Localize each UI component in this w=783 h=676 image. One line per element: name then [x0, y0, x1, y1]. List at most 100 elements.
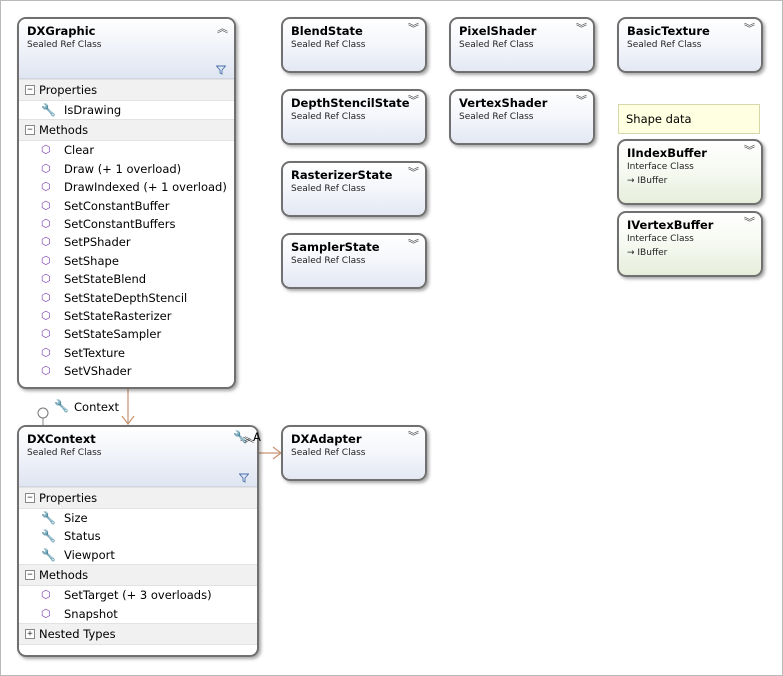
class-name: BlendState [291, 24, 363, 38]
list-item[interactable]: ⬡SetShape [41, 253, 119, 268]
method-cube-icon: ⬡ [41, 606, 51, 620]
list-item[interactable]: ⬡DrawIndexed (+ 1 overload) [41, 180, 227, 195]
class-dxgraphic[interactable]: DXGraphic Sealed Ref Class ︽ − Propertie… [17, 17, 236, 389]
list-item[interactable]: ⬡SetStateSampler [41, 327, 162, 342]
chevron-double-down-icon[interactable]: ︾ [576, 94, 587, 107]
collapse-icon[interactable]: − [25, 125, 35, 136]
interface-iindexbuffer[interactable]: IIndexBuffer Interface Class → IBuffer ︾ [617, 139, 763, 205]
class-name: DepthStencilState [291, 96, 410, 110]
class-name: DXAdapter [291, 432, 362, 446]
collapse-icon[interactable]: − [25, 85, 35, 95]
section-label: Methods [39, 568, 89, 583]
section-properties[interactable]: − Properties [19, 487, 257, 509]
method-cube-icon: ⬡ [41, 216, 51, 230]
collapse-icon[interactable]: − [25, 570, 35, 581]
section-properties[interactable]: − Properties [19, 79, 234, 101]
class-dxcontext[interactable]: DXContext Sealed Ref Class ︽ − Propertie… [17, 425, 259, 657]
section-methods[interactable]: − Methods [19, 119, 234, 142]
chevron-double-up-icon[interactable]: ︽ [244, 434, 254, 445]
filter-icon[interactable] [216, 65, 226, 75]
class-kind: Sealed Ref Class [291, 112, 366, 122]
wrench-icon: 🔧 [41, 103, 56, 117]
class-kind: Sealed Ref Class [27, 448, 102, 458]
class-name: DXContext [27, 432, 96, 446]
list-item[interactable]: ⬡SetStateRasterizer [41, 308, 172, 323]
class-kind: Sealed Ref Class [291, 184, 366, 194]
chevron-double-down-icon[interactable]: ︾ [576, 22, 587, 35]
method-cube-icon: ⬡ [41, 327, 51, 341]
association-label-adapter[interactable]: A [253, 430, 261, 444]
list-item[interactable]: ⬡Clear [41, 143, 95, 158]
class-kind: Sealed Ref Class [459, 112, 534, 122]
arrow-right-icon: → [627, 248, 638, 258]
context-association-arrowhead [121, 415, 135, 425]
collapse-icon[interactable]: − [25, 493, 35, 503]
chevron-double-down-icon[interactable]: ︾ [744, 216, 755, 229]
wrench-icon: 🔧 [54, 399, 69, 413]
section-label: Properties [39, 83, 98, 97]
class-kind: Sealed Ref Class [291, 256, 366, 266]
list-item[interactable]: 🔧Size [41, 511, 88, 525]
class-name: VertexShader [459, 96, 548, 110]
list-item[interactable]: ⬡SetVShader [41, 364, 132, 379]
method-cube-icon: ⬡ [41, 235, 51, 249]
chevron-double-down-icon[interactable]: ︾ [408, 166, 419, 179]
method-cube-icon: ⬡ [41, 308, 51, 322]
chevron-double-down-icon[interactable]: ︾ [744, 144, 755, 157]
list-item[interactable]: 🔧Viewport [41, 547, 115, 562]
class-name: IIndexBuffer [627, 146, 707, 160]
association-label-context[interactable]: Context [74, 400, 120, 414]
list-item[interactable]: 🔧Status [41, 529, 101, 544]
section-nested-types[interactable]: + Nested Types [19, 622, 257, 645]
list-item[interactable]: ⬡SetConstantBuffer [41, 198, 170, 213]
list-item[interactable]: 🔧IsDrawing [41, 103, 122, 117]
class-kind: Sealed Ref Class [27, 40, 102, 50]
chevron-double-up-icon[interactable]: ︽ [217, 22, 228, 35]
section-methods[interactable]: − Methods [19, 564, 257, 587]
method-cube-icon: ⬡ [41, 161, 51, 175]
method-cube-icon: ⬡ [41, 345, 51, 359]
comment-note[interactable]: Shape data [618, 104, 760, 134]
method-cube-icon: ⬡ [41, 143, 51, 157]
class-header: DXGraphic Sealed Ref Class ︽ [19, 19, 234, 79]
chevron-double-down-icon[interactable]: ︾ [408, 238, 419, 251]
method-cube-icon: ⬡ [41, 198, 51, 212]
class-name: SamplerState [291, 240, 380, 254]
list-item[interactable]: ⬡SetConstantBuffers [41, 216, 176, 231]
list-item[interactable]: ⬡SetPShader [41, 235, 131, 250]
list-item[interactable]: ⬡Draw (+ 1 overload) [41, 161, 182, 176]
interface-ivertexbuffer[interactable]: IVertexBuffer Interface Class → IBuffer … [617, 211, 763, 277]
class-kind: Sealed Ref Class [291, 40, 366, 50]
wrench-icon: 🔧 [41, 547, 56, 562]
chevron-double-up-icon[interactable]: ︽ [240, 430, 251, 443]
filter-icon[interactable] [239, 473, 249, 483]
list-item[interactable]: ⬡SetTarget (+ 3 overloads) [41, 588, 212, 603]
method-cube-icon: ⬡ [41, 290, 51, 304]
list-item[interactable]: ⬡SetTexture [41, 345, 125, 360]
list-item[interactable]: ⬡SetStateBlend [41, 272, 147, 287]
method-cube-icon: ⬡ [41, 272, 51, 286]
chevron-double-down-icon[interactable]: ︾ [408, 22, 419, 35]
list-item[interactable]: ⬡Snapshot [41, 606, 118, 621]
method-cube-icon: ⬡ [41, 253, 51, 267]
class-name: DXGraphic [27, 24, 96, 38]
class-kind: Sealed Ref Class [459, 40, 534, 50]
expand-icon[interactable]: + [25, 628, 35, 639]
chevron-double-down-icon[interactable]: ︾ [408, 94, 419, 107]
class-header: DXContext Sealed Ref Class ︽ [19, 427, 257, 487]
chevron-double-down-icon[interactable]: ︾ [744, 22, 755, 35]
chevron-double-down-icon[interactable]: ︾ [408, 430, 419, 443]
lollipop-icon [37, 407, 49, 419]
list-item[interactable]: ⬡SetStateDepthStencil [41, 290, 188, 305]
section-label: Methods [39, 123, 89, 138]
class-kind: Sealed Ref Class [627, 40, 702, 50]
